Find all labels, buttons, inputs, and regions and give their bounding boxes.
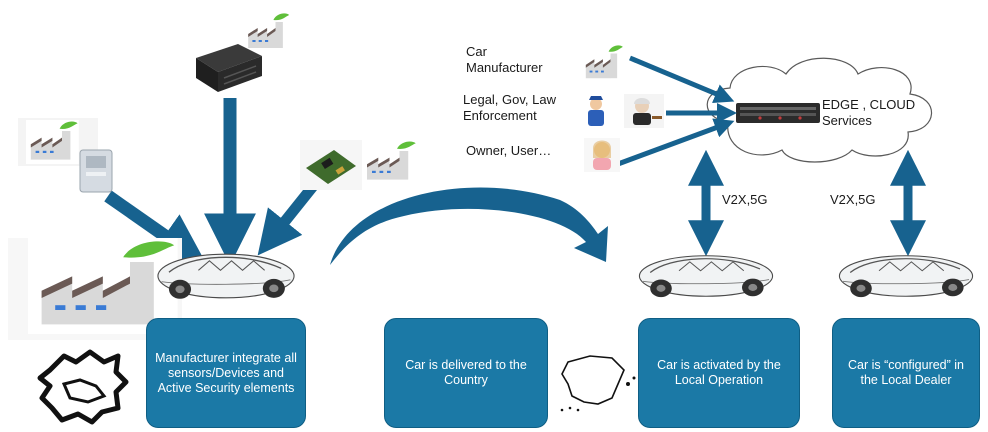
circuit-board-icon <box>300 140 362 190</box>
device-box-icon <box>196 44 262 92</box>
step-box-manufacturer: Manufacturer integrate all sensors/Devic… <box>146 318 306 428</box>
police-icon <box>588 96 604 126</box>
owner-user-label: Owner, User… <box>466 143 552 158</box>
spain-map-icon <box>548 346 638 420</box>
user-icon <box>584 138 620 172</box>
factory-icon <box>362 140 417 184</box>
v2x-label-left: V2X,5G <box>722 192 768 207</box>
car-manufacturer-label: Car Manufacturer <box>466 44 543 75</box>
step-box-configured: Car is “configured” in the Local Dealer <box>832 318 980 428</box>
edge-cloud-label: EDGE , CLOUD Services <box>822 97 916 128</box>
factory-icon <box>244 12 291 52</box>
server-rack-icon <box>736 103 820 123</box>
car-icon <box>638 255 774 298</box>
car-icon <box>157 253 295 300</box>
meter-icon <box>79 149 113 193</box>
arrow-manufacturer-to-cloud <box>629 55 735 103</box>
delivery-curve-arrow <box>330 187 608 265</box>
car-icon <box>838 255 974 298</box>
legal-gov-label: Legal, Gov, Law Enforcement <box>463 92 556 123</box>
arrow-owner-to-cloud <box>617 118 735 167</box>
region-map-icon <box>28 346 134 430</box>
factory-icon <box>582 44 624 82</box>
judge-icon <box>624 94 664 128</box>
step-box-activated: Car is activated by the Local Operation <box>638 318 800 428</box>
v2x-label-right: V2X,5G <box>830 192 876 207</box>
step-box-delivered: Car is delivered to the Country <box>384 318 548 428</box>
